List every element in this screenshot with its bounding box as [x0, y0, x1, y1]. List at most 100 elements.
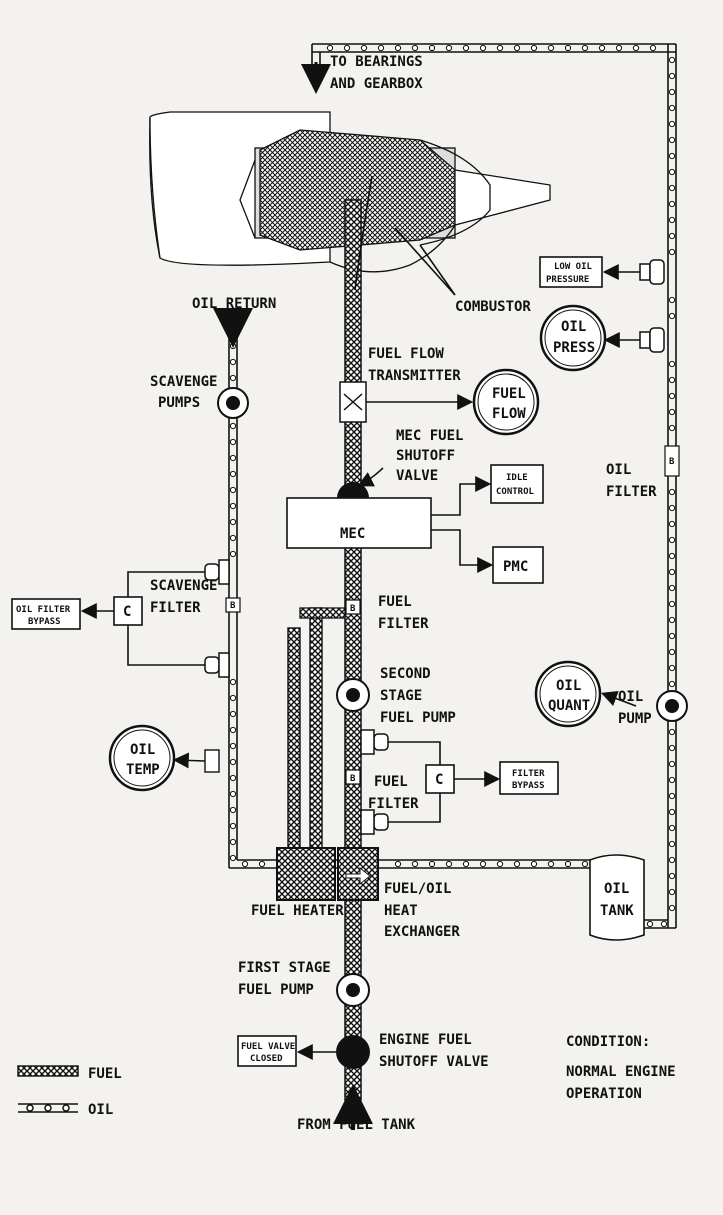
oil-line-dot — [668, 120, 676, 128]
oil-line-dot — [229, 790, 237, 798]
c-right-label: C — [435, 772, 443, 788]
oil-line-dot — [229, 822, 237, 830]
fuel-valve-closed-label-1: FUEL VALVE — [241, 1042, 295, 1052]
scavenge-pump — [217, 387, 249, 419]
oil-line-dot — [258, 860, 266, 868]
oil-line-dot — [668, 504, 676, 512]
pmc-label: PMC — [503, 559, 528, 575]
legend-oil-label: OIL — [88, 1102, 113, 1118]
oil-line-dot — [660, 920, 668, 928]
scavenge-filter-label-1: SCAVENGE — [150, 578, 217, 594]
oil-press-gauge-label-2: PRESS — [553, 340, 595, 356]
mec-fuel-shutoff-label-2: SHUTOFF — [396, 448, 455, 464]
oil-press-gauge — [539, 304, 607, 372]
oil-filter-b: B — [669, 457, 675, 467]
oil-line-dot — [668, 680, 676, 688]
fuel-filter-lower-label-1: FUEL — [374, 774, 408, 790]
scavenge-filter-b: B — [230, 601, 236, 611]
oil-filter-bypass-label-2: BYPASS — [28, 617, 61, 627]
first-stage-fuel-pump — [336, 973, 370, 1007]
upper-fuel-filter — [345, 599, 361, 615]
fuel-filter-upper-label-2: FILTER — [378, 616, 429, 632]
oil-line-dot — [564, 860, 572, 868]
oil-temp-gauge — [108, 724, 176, 792]
oil-line-dot — [668, 664, 676, 672]
lower-filter-b: B — [350, 774, 356, 784]
oil-line-dot — [668, 728, 676, 736]
oil-line-dot — [632, 44, 640, 52]
heat-exchanger-block — [337, 847, 379, 901]
oil-line-dot — [229, 486, 237, 494]
oil-line-dot — [668, 904, 676, 912]
oil-line-dot — [668, 536, 676, 544]
scavenge-pumps-label-1: SCAVENGE — [150, 374, 217, 390]
oil-line-dot — [668, 632, 676, 640]
oil-line-dot — [496, 860, 504, 868]
oil-line-dot — [229, 342, 237, 350]
oil-line-dot — [229, 470, 237, 478]
oil-line-dot — [479, 860, 487, 868]
oil-line-dot — [479, 44, 487, 52]
filter-bypass-box — [499, 761, 559, 795]
pmc-box — [492, 546, 544, 584]
second-stage-fuel-pump — [336, 678, 370, 712]
scavenge-pumps-label-2: PUMPS — [158, 395, 200, 411]
oil-line-dot — [229, 726, 237, 734]
fittings — [204, 259, 665, 835]
mec-box — [286, 497, 432, 549]
oil-line-dot — [462, 860, 470, 868]
oil-line-dot — [668, 200, 676, 208]
oil-line-dot — [668, 824, 676, 832]
oil-temp-gauge-label-2: TEMP — [126, 762, 160, 778]
oil-line-dot — [668, 872, 676, 880]
legend — [17, 1065, 79, 1113]
low-oil-pressure-label-2: PRESSURE — [546, 275, 589, 285]
connectors — [80, 62, 650, 1060]
mec-fuel-shutoff-label-1: MEC FUEL — [396, 428, 463, 444]
fuel-flow-transmitter — [339, 381, 367, 423]
oil-line-dot — [445, 860, 453, 868]
second-stage-label-2: STAGE — [380, 688, 422, 704]
oil-line-dot — [668, 408, 676, 416]
oil-line-dot — [668, 488, 676, 496]
idle-control-label-1: IDLE — [506, 473, 528, 483]
oil-line-dot — [668, 648, 676, 656]
oil-line-dot — [668, 152, 676, 160]
oil-line-dot — [668, 376, 676, 384]
oil-line-dot — [668, 552, 676, 560]
fuel-heater-block — [276, 847, 336, 901]
oil-line-dot — [229, 422, 237, 430]
oil-line-dot — [668, 568, 676, 576]
oil-line-dot — [668, 88, 676, 96]
oil-line-dot — [668, 184, 676, 192]
lower-fuel-filter — [345, 769, 361, 785]
oil-pump — [656, 690, 688, 722]
second-stage-label-1: SECOND — [380, 666, 431, 682]
oil-line-dot — [668, 520, 676, 528]
heat-exchanger-label-1: FUEL/OIL — [384, 881, 451, 897]
oil-pump-label-1: OIL — [618, 689, 643, 705]
oil-line-dot — [564, 44, 572, 52]
condition-label-1: CONDITION: — [566, 1034, 650, 1050]
heat-exchanger-label-3: EXCHANGER — [384, 924, 460, 940]
oil-line-dot — [668, 360, 676, 368]
oil-line-dot — [668, 296, 676, 304]
oil-line-dot — [530, 860, 538, 868]
oil-line-dot — [668, 888, 676, 896]
oil-line-dot — [668, 840, 676, 848]
oil-filter-right — [664, 445, 680, 477]
oil-line-dot — [229, 806, 237, 814]
oil-line-dot — [668, 744, 676, 752]
engine-fuel-shutoff-label-2: SHUTOFF VALVE — [379, 1054, 489, 1070]
oil-line-dot — [668, 808, 676, 816]
oil-line-dot — [326, 44, 334, 52]
oil-line-dot — [668, 760, 676, 768]
oil-line-dot — [229, 534, 237, 542]
oil-line-dots — [229, 44, 676, 928]
idle-control-box — [490, 464, 544, 504]
oil-line-dot — [668, 248, 676, 256]
oil-line-dot — [377, 44, 385, 52]
oil-line-dot — [229, 438, 237, 446]
filter-bypass-label-1: FILTER — [512, 769, 545, 779]
